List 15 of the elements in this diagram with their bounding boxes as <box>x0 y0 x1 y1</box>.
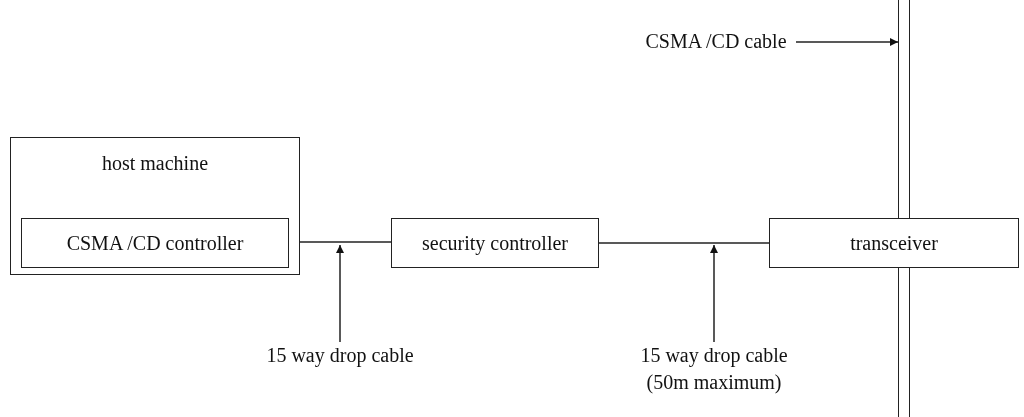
box-label: security controller <box>421 231 569 255</box>
leader-line <box>710 244 718 343</box>
host-machine-box <box>10 137 300 275</box>
box-label: transceiver <box>850 231 938 255</box>
cable-label: CSMA /CD cable <box>636 28 796 56</box>
connector-line <box>598 242 770 244</box>
box-title: host machine <box>100 152 210 175</box>
transceiver-box <box>769 218 1019 268</box>
arrow <box>795 38 899 46</box>
cable-label: 15 way drop cable <box>250 342 430 370</box>
box-label: CSMA /CD controller <box>66 231 244 255</box>
controller-box <box>391 218 599 268</box>
leader-line <box>336 244 344 343</box>
cable-label: 15 way drop cable (50m maximum) <box>634 342 794 398</box>
controller-box <box>21 218 289 268</box>
